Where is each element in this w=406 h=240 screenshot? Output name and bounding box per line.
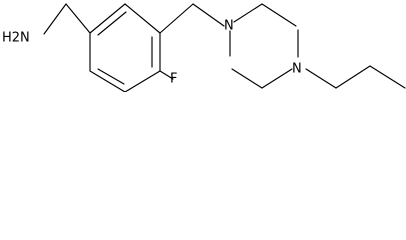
bond-ring-ch2	[159, 3, 194, 34]
bond-pip-5	[231, 68, 263, 89]
bonds	[43, 3, 406, 92]
piperazine-n4-label: N	[292, 62, 302, 77]
fluorine-label: F	[170, 72, 177, 87]
bond-pip-1	[233, 3, 263, 23]
bond-ring-4	[124, 70, 161, 92]
amine-label: H2N	[2, 31, 30, 46]
piperazine-n1-label: N	[224, 19, 234, 34]
bond-n-ch2	[43, 3, 67, 35]
chemical-structure: H2N F N N	[2, 3, 406, 92]
bond-ring-5-inner	[97, 68, 125, 85]
atom-labels: H2N F N N	[2, 19, 302, 87]
bond-ring-2	[124, 3, 161, 34]
bond-ch2-ring	[65, 3, 91, 34]
bond-ring-1-inner	[97, 11, 127, 36]
bond-c1-c2	[335, 65, 371, 89]
bond-pip-2	[261, 3, 297, 27]
bond-n4-c1	[305, 68, 337, 89]
bond-ring-5	[89, 70, 126, 92]
bond-ch2-n1	[192, 3, 225, 27]
bond-pip-4	[261, 68, 293, 89]
bond-c-f	[159, 70, 174, 80]
bond-c2-c3	[369, 65, 406, 89]
bond-ring-1	[89, 3, 126, 34]
